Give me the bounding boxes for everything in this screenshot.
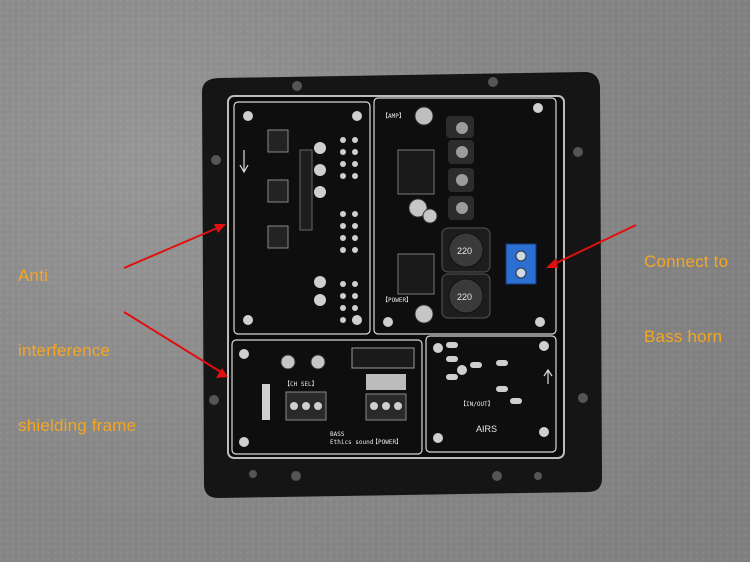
bass-horn-callout: Connect to Bass horn: [644, 199, 728, 374]
ethics-sound-label: Ethics sound: [330, 439, 374, 446]
ch-sel-label: 【CH SEL】: [284, 381, 318, 388]
arrowhead-frame-bottom: [216, 368, 228, 378]
in-out-label: 【IN/OUT】: [460, 401, 494, 408]
callout-line-2: Bass horn: [644, 327, 723, 346]
pcb-bottom-left-bass: 【CH SEL】 BASS Ethics sound 【POWER】: [231, 339, 423, 455]
arrow-to-terminal: [549, 224, 637, 267]
arrow-to-frame-bottom: [123, 311, 225, 375]
pcb-bottom-right-inout: 【IN/OUT】 AIRS: [425, 335, 557, 453]
callout-line-1: Connect to: [644, 252, 729, 271]
arrow-to-frame-top: [123, 225, 223, 269]
inductor-label-1: 220: [457, 246, 472, 256]
arrowhead-terminal: [546, 258, 558, 268]
bass-label: BASS: [330, 431, 345, 438]
inductor-label-2: 220: [457, 292, 472, 302]
power-label-bottom: 【POWER】: [372, 439, 402, 446]
airs-logo: AIRS: [476, 424, 497, 434]
pcb-top-right-amp: 【AMP】 220 220 【POWER】: [373, 97, 557, 335]
arrowhead-frame-top: [214, 224, 226, 233]
callout-line-2: interference: [18, 341, 111, 360]
pcb-top-left: [233, 101, 371, 335]
callout-line-3: shielding frame: [18, 416, 137, 435]
shielding-frame-callout: Anti interference shielding frame: [18, 213, 136, 463]
callout-line-1: Anti: [18, 266, 49, 285]
amp-label: 【AMP】: [382, 113, 405, 120]
annotation-arrows: [123, 224, 637, 378]
power-label-top: 【POWER】: [382, 297, 412, 304]
